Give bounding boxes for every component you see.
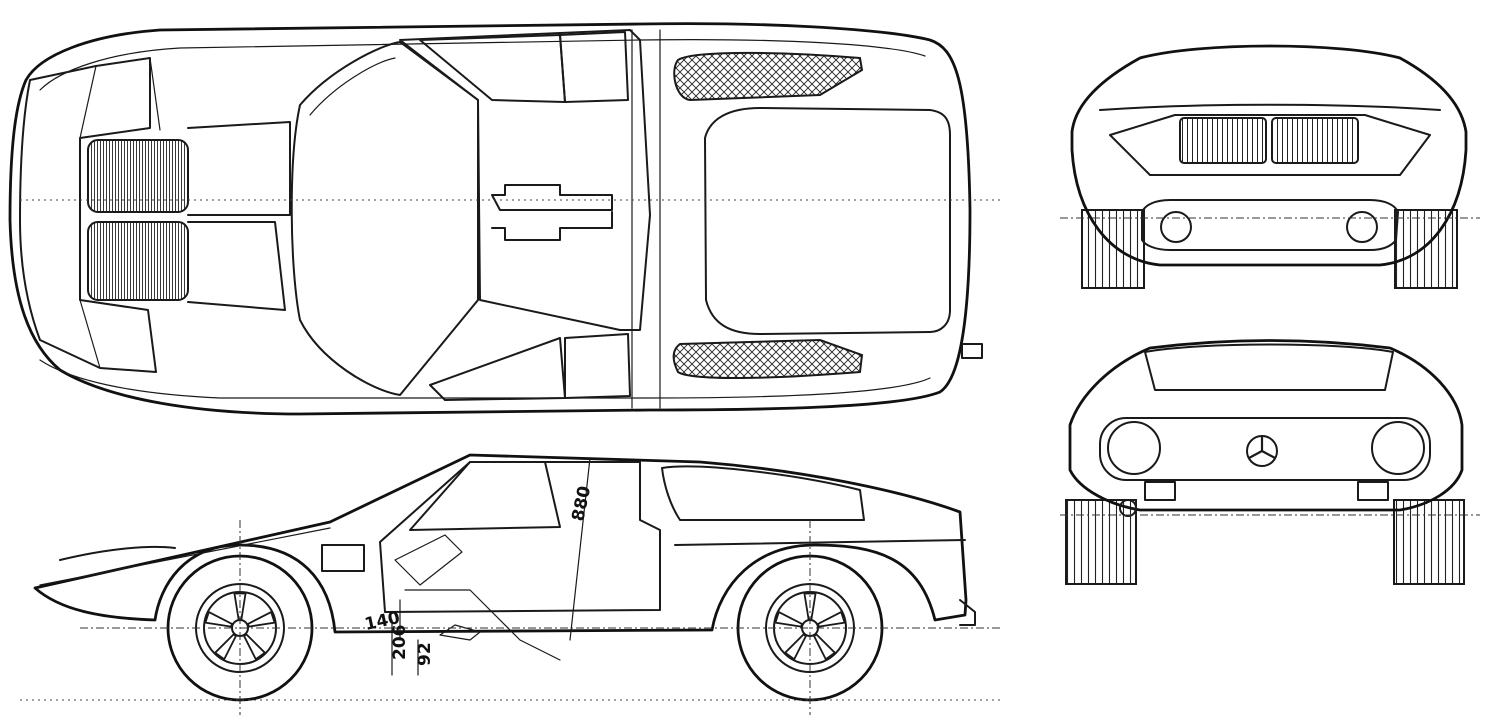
top-windshield-reflection — [309, 57, 396, 116]
side-rear-bumper — [959, 599, 976, 626]
wheel-spoke — [242, 633, 267, 661]
top-nose-panel — [19, 57, 157, 373]
front-view-fog-lamp-left — [1160, 211, 1192, 243]
top-side-window-left-lower — [429, 337, 566, 401]
side-window — [409, 461, 561, 531]
front-view-bumper — [1141, 199, 1399, 251]
top-view — [8, 22, 1000, 416]
top-hood-panel-upper — [187, 121, 291, 216]
top-spine-notch — [491, 184, 613, 241]
rear-view — [1060, 339, 1480, 585]
side-view: 880 140 206 92 — [20, 453, 1000, 715]
top-side-window-right — [559, 31, 629, 103]
top-side-intake-upper — [673, 51, 864, 102]
front-view-right-tire — [1394, 209, 1458, 289]
top-exhaust-pipe — [961, 343, 983, 359]
side-belt-line — [39, 527, 331, 586]
front-view — [1060, 44, 1480, 289]
rear-view-left-tire — [1065, 499, 1137, 585]
three-pointed-star-emblem-icon — [1246, 435, 1278, 467]
rear-view-tail-panel — [1099, 417, 1431, 481]
top-inner-line-upper — [39, 39, 926, 91]
top-nose-crease-a — [79, 65, 97, 139]
top-side-window-left — [419, 34, 566, 103]
wheel-spoke — [774, 610, 804, 628]
top-front-louver-lower — [87, 221, 189, 301]
wheel-spoke — [816, 610, 846, 628]
top-body-outline — [8, 22, 972, 416]
dim-880-line — [569, 457, 591, 641]
front-view-grille-left — [1179, 117, 1267, 164]
wheel-spoke — [246, 610, 276, 628]
front-view-left-tire — [1081, 209, 1145, 289]
top-hood-panel-lower — [187, 221, 286, 311]
wheel-spoke — [783, 633, 808, 661]
front-view-fog-lamp-right — [1346, 211, 1378, 243]
top-engine-cover — [704, 107, 951, 335]
top-front-louver-upper — [87, 139, 189, 213]
rear-view-reflector-right — [1357, 481, 1389, 501]
wheel-spoke — [204, 610, 234, 628]
side-rear-deck-line — [674, 539, 966, 546]
front-view-grille-right — [1271, 117, 1359, 164]
top-roof — [399, 29, 651, 331]
top-nose-crease-b — [79, 299, 101, 369]
dim-roof-height: 880 — [568, 484, 595, 523]
side-front-fender-line — [59, 545, 176, 561]
front-view-windshield-base — [1099, 103, 1441, 111]
rear-view-right-tire — [1393, 499, 1465, 585]
wheel-spoke — [812, 633, 837, 661]
rear-view-body — [1068, 339, 1464, 512]
rear-view-window — [1144, 343, 1394, 391]
rear-view-reflector-left — [1144, 481, 1176, 501]
side-fuel-flap — [321, 544, 365, 572]
rear-view-taillight-left — [1107, 421, 1161, 475]
top-side-window-right-lower — [564, 333, 631, 399]
rear-view-taillight-right — [1371, 421, 1425, 475]
front-view-body — [1070, 44, 1468, 267]
top-hood-edge — [149, 57, 161, 131]
side-seat-back — [394, 534, 463, 586]
rear-view-exhaust — [1119, 499, 1137, 517]
top-inner-line-lower — [39, 359, 931, 399]
wheel-spoke — [213, 633, 238, 661]
top-windshield — [290, 41, 479, 396]
side-rear-quarter-window — [661, 465, 865, 521]
dim-sill-height: 206 — [390, 625, 410, 661]
dim-floor-height: 92 — [415, 642, 435, 666]
front-view-hood-front — [1109, 114, 1431, 176]
side-body-outline — [33, 453, 968, 634]
top-side-intake-lower — [672, 338, 864, 379]
side-seat-frame — [404, 589, 561, 661]
